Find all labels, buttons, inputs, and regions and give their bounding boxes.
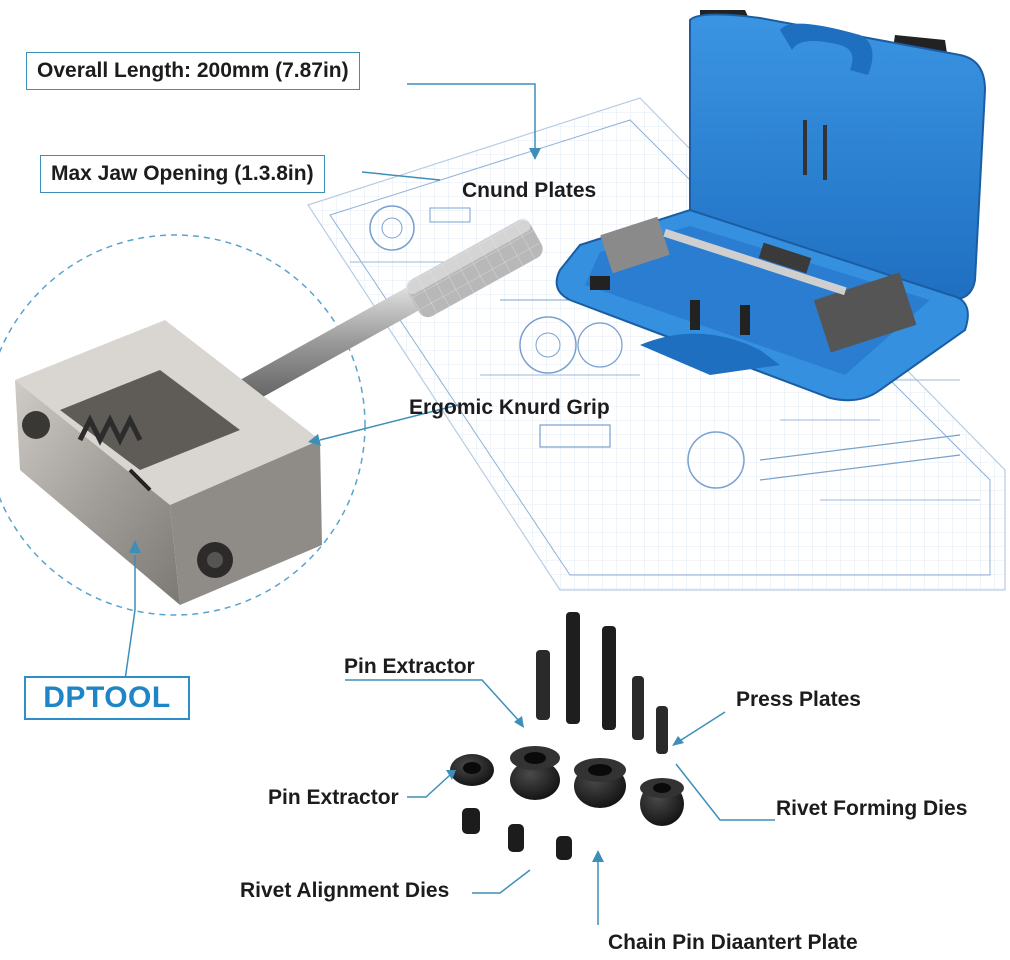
spring [77,414,152,492]
brand-logo: DPTOOL [24,676,190,720]
label-ergonomic-grip: Ergomic Knurd Grip [409,396,610,419]
label-pin-extractor-left: Pin Extractor [268,786,399,809]
label-rivet-alignment-dies: Rivet Alignment Dies [240,879,450,902]
label-max-jaw-opening: Max Jaw Opening (1.3.8in) [40,155,325,193]
label-rivet-forming-dies: Rivet Forming Dies [776,797,968,820]
label-chain-pin-plate: Chain Pin Diaantert Plate [608,931,858,954]
callout-lines [124,83,775,925]
label-overall-length: Overall Length: 200mm (7.87in) [26,52,360,90]
tool-closeup [0,218,543,616]
label-knurd-plates: Cnund Plates [462,179,597,202]
tool-case [555,10,987,402]
label-press-plates: Press Plates [736,688,861,711]
label-pin-extractor-top: Pin Extractor [344,655,475,678]
die-set [450,612,684,860]
